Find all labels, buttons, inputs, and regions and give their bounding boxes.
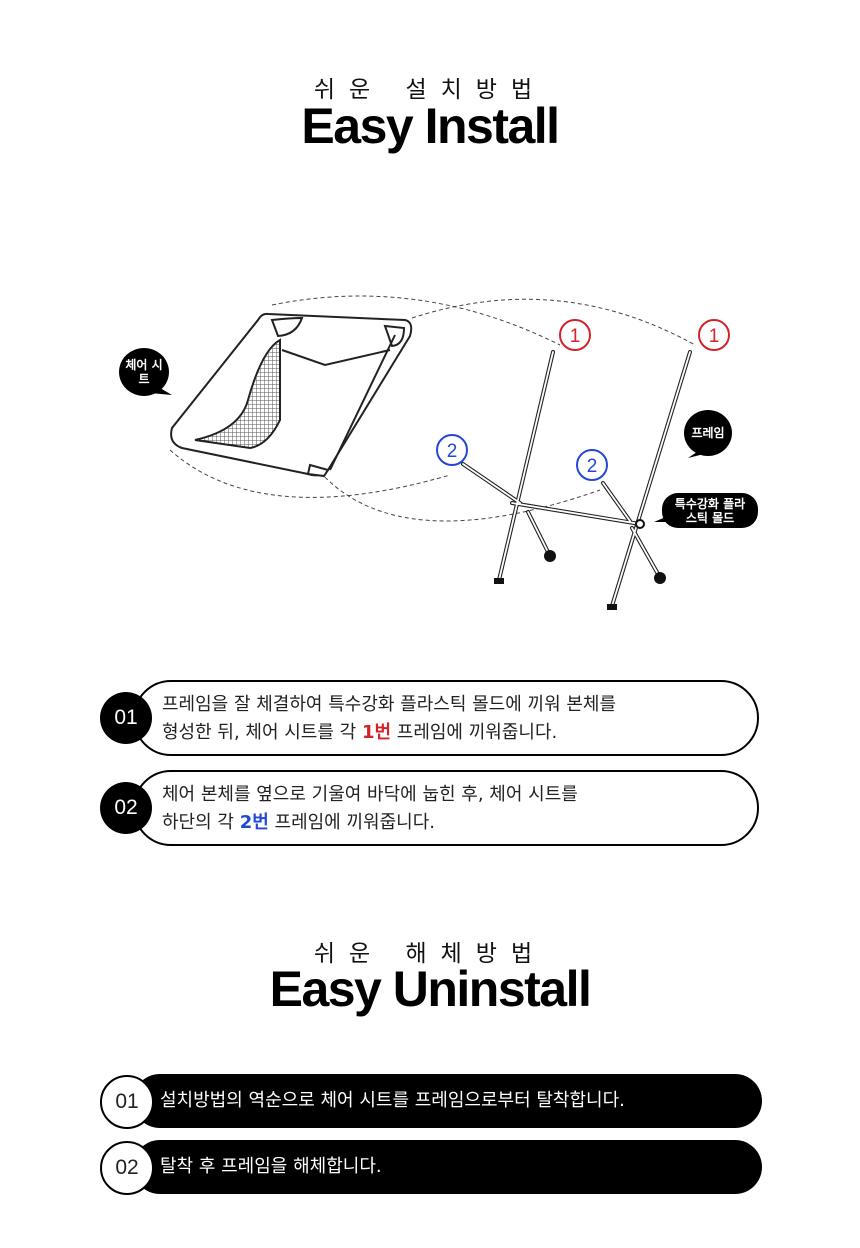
uninstall-subtitle: 쉬운 해체방법 <box>313 941 547 967</box>
step-text: 설치방법의 역순으로 체어 시트를 프레임으로부터 탈착합니다. <box>160 1090 625 1111</box>
install-step-2: 체어 본체를 옆으로 기울여 바닥에 눕힌 후, 체어 시트를 하단의 각 2번… <box>133 770 759 846</box>
install-step-1: 프레임을 잘 체결하여 특수강화 플라스틱 몰드에 끼워 본체를 형성한 뒤, … <box>133 680 759 756</box>
step-number-badge: 02 <box>100 782 152 834</box>
mold-label-bubble: 특수강화 플라스틱 몰드 <box>662 493 758 528</box>
frame-rods <box>461 350 692 608</box>
dashed-guides <box>169 295 696 522</box>
seat-label-bubble: 체어 시트 <box>119 348 169 396</box>
marker-1-circle <box>698 319 730 351</box>
marker-1: 1 <box>570 326 581 347</box>
install-subtitle: 쉬운 설치방법 <box>313 77 547 103</box>
uninstall-step-2: 탈착 후 프레임을 해체합니다. <box>133 1140 762 1194</box>
chair-seat <box>170 312 413 478</box>
uninstall-title: Easy Uninstall <box>269 961 592 1017</box>
marker-1: 1 <box>709 326 720 347</box>
marker-2-circle <box>436 434 468 466</box>
install-diagram: 1 1 2 2 <box>150 295 730 610</box>
install-title: Easy Install <box>301 98 560 154</box>
step-text-line: 체어 본체를 옆으로 기울여 바닥에 눕힌 후, 체어 시트를 <box>162 784 578 805</box>
step-number-badge: 01 <box>100 692 152 744</box>
uninstall-step-1: 설치방법의 역순으로 체어 시트를 프레임으로부터 탈착합니다. <box>133 1074 762 1128</box>
step-text: 프레임에 끼워줍니다. <box>391 722 558 743</box>
step-text: 형성한 뒤, 체어 시트를 각 <box>162 722 362 743</box>
step-text: 프레임에 끼워줍니다. <box>268 812 436 833</box>
step-number-badge: 02 <box>100 1141 154 1195</box>
step-text-line: 프레임을 잘 체결하여 특수강화 플라스틱 몰드에 끼워 본체를 <box>162 694 617 715</box>
frame-label-bubble: 프레임 <box>684 410 732 456</box>
frame-1-highlight: 1번 <box>361 722 392 743</box>
feet <box>494 519 666 610</box>
step-number-badge: 01 <box>100 1075 154 1129</box>
step-text: 탈착 후 프레임을 해체합니다. <box>160 1156 382 1177</box>
frame-2-highlight: 2번 <box>239 812 269 833</box>
marker-2: 2 <box>447 441 458 462</box>
marker-1-circle <box>559 319 591 351</box>
marker-2: 2 <box>587 456 598 477</box>
step-text: 하단의 각 <box>162 812 240 833</box>
marker-2-circle <box>576 449 608 481</box>
